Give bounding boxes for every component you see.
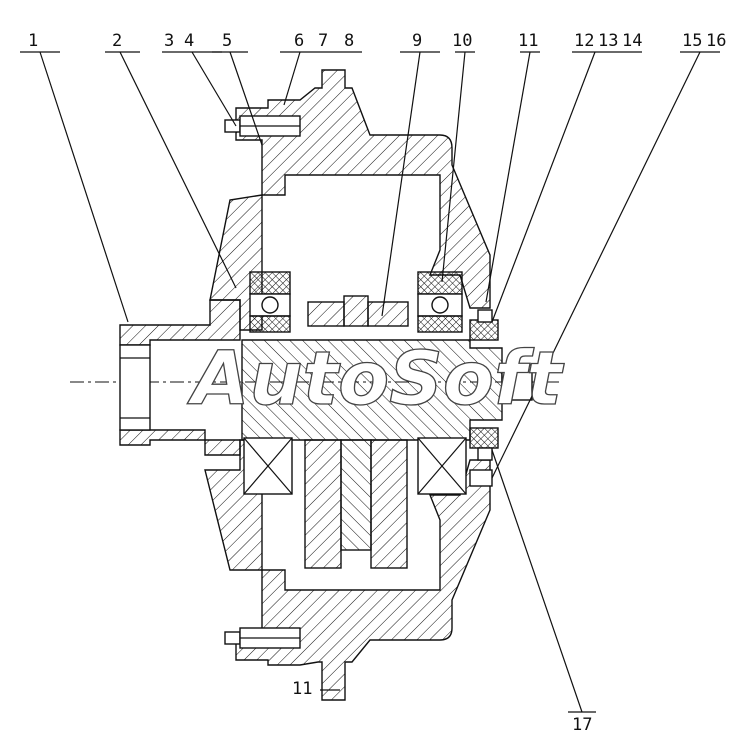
callout-6: 6 [294,31,304,51]
callout-11-bottom: 11 [292,679,312,699]
callout-12: 12 [574,31,594,51]
bearing-lower-right [417,437,467,495]
callout-8: 8 [344,31,354,51]
callout-17: 17 [572,715,592,735]
callout-4: 4 [184,31,194,51]
seal-assembly [469,309,499,487]
gear-lower [304,439,408,569]
bearing-upper-right [417,271,463,333]
callout-11: 11 [518,31,538,51]
callout-14: 14 [622,31,642,51]
callout-10: 10 [452,31,472,51]
input-flange [119,344,151,431]
bolt-lower [224,627,301,649]
leader-lines [20,51,720,713]
callouts: 1 2 3 4 5 6 7 8 9 10 11 12 13 14 15 16 1… [28,31,726,735]
callout-7: 7 [318,31,328,51]
callout-1: 1 [28,31,38,51]
callout-3: 3 [164,31,174,51]
main-shaft [70,339,560,441]
callout-13: 13 [598,31,618,51]
output-shaft-end [501,364,533,401]
callout-2: 2 [112,31,122,51]
bearing-lower-left [243,437,293,495]
callout-15: 15 [682,31,702,51]
watermark-logo: AutoSoft [187,336,565,422]
callout-16: 16 [706,31,726,51]
gear-teeth-upper [307,295,409,327]
callout-9: 9 [412,31,422,51]
callout-5: 5 [222,31,232,51]
bearing-upper-left [249,271,291,333]
